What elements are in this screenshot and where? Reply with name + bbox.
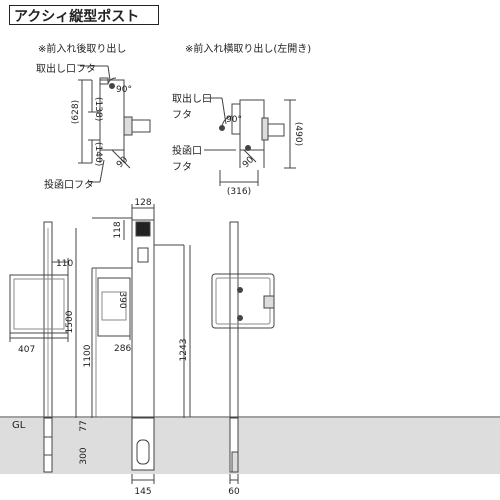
dim-text-140: (140) xyxy=(93,142,103,166)
dim-text-300: 300 xyxy=(79,447,89,464)
dim-text-128: 128 xyxy=(134,198,151,208)
leader-takeout-lid-2 xyxy=(107,65,111,81)
ground-fill xyxy=(0,418,500,474)
post-window xyxy=(137,247,149,263)
front-pole-below-gl xyxy=(43,417,53,473)
dim-text-angle-b: 90° xyxy=(226,115,242,125)
leader-side-takeout-2 xyxy=(221,97,227,125)
dim-text-1243: 1243 xyxy=(179,339,189,362)
dim-text-angle-a: 90° xyxy=(116,85,132,95)
view-main-elevation xyxy=(91,204,191,484)
dim-text-60: 60 xyxy=(228,487,240,497)
opening-inner xyxy=(101,291,127,321)
open-arc-rear xyxy=(107,77,117,85)
note-side-takeout: ※前入れ横取り出し(左開き) xyxy=(185,44,312,55)
dim-text-77: 77 xyxy=(79,420,89,431)
dim-text-1500: 1500 xyxy=(65,310,75,333)
arm-bracket-rear xyxy=(123,116,133,136)
dim-text-407: 407 xyxy=(18,345,35,355)
insert-opening xyxy=(97,277,131,337)
post-body-side xyxy=(239,99,265,151)
leader-insert-lid-2 xyxy=(99,159,105,183)
dim-text-1100: 1100 xyxy=(83,344,93,367)
dim-text-286: 286 xyxy=(114,344,131,354)
dim-text-390: 390 xyxy=(117,291,127,308)
title-box xyxy=(9,5,159,25)
dim-text-138: (138) xyxy=(93,97,103,121)
label-side-insert-1: 投函口 xyxy=(172,146,202,157)
label-take-out-lid: 取出し口フタ xyxy=(36,64,96,75)
dim-text-90-b: 90 xyxy=(241,155,256,170)
side-box-hinge-1 xyxy=(237,287,243,293)
dim-text-145: 145 xyxy=(134,487,151,497)
hinge-rear xyxy=(109,83,115,89)
dim-text-316: (316) xyxy=(227,187,251,197)
side-box-hinge-2 xyxy=(237,315,243,321)
dim-text-118: 118 xyxy=(113,221,123,238)
view-side-takeout xyxy=(204,97,296,186)
side-post-foot-b xyxy=(231,451,239,473)
ground-level-label: GL xyxy=(12,420,26,431)
label-insert-lid: 投函口フタ xyxy=(44,180,94,191)
dim-90-side xyxy=(243,149,257,163)
main-post-below-gl xyxy=(131,417,155,471)
label-side-take-out-1: 取出し口 xyxy=(172,94,212,105)
note-rear-takeout: ※前入れ後取り出し xyxy=(38,44,127,55)
dim-90-diag xyxy=(111,149,131,169)
arm-bracket-side xyxy=(261,117,269,141)
page-title: アクシィ縦型ポスト xyxy=(14,9,140,25)
label-side-insert-2: フタ xyxy=(172,162,192,173)
post-foot-slot-b xyxy=(136,439,150,465)
view-rear-takeout xyxy=(78,65,151,183)
front-mailbox-inner xyxy=(13,278,65,330)
dim-text-628: (628) xyxy=(71,100,81,124)
dim-text-490: (490) xyxy=(293,122,303,146)
dim-text-90-a: 90 xyxy=(115,155,130,170)
hinge-side xyxy=(219,125,225,131)
side-box-handle xyxy=(263,295,275,309)
side-mailbox-inner xyxy=(215,277,271,325)
front-mailbox xyxy=(9,274,69,334)
lid-top-rear xyxy=(99,77,109,85)
hinge-side-2 xyxy=(245,145,251,151)
post-slot xyxy=(135,221,151,237)
label-side-take-out-2: フタ xyxy=(172,110,192,121)
side-door xyxy=(231,103,241,135)
dim-text-110: 110 xyxy=(56,259,73,269)
